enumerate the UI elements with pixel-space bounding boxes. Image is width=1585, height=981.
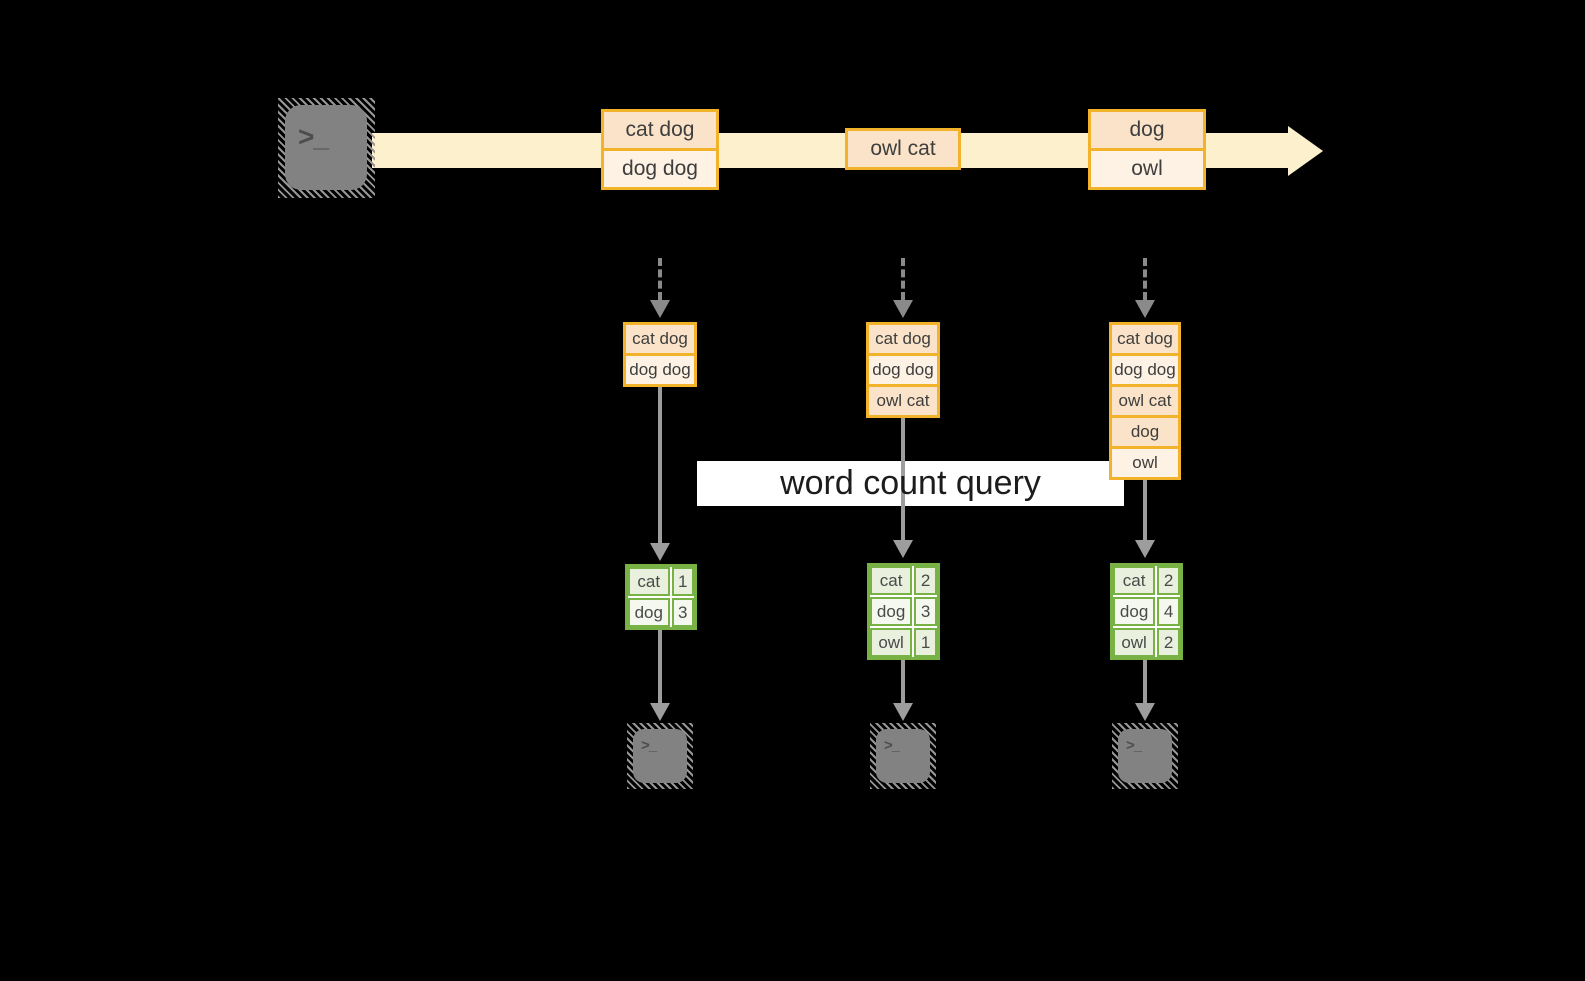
count-cell: 2 — [914, 566, 937, 595]
arrow-line — [658, 629, 662, 705]
accumulated-stack-1: cat dog dog dog — [623, 322, 697, 387]
message-box: cat dog — [604, 112, 716, 148]
count-table-3: cat 2 dog 4 owl 2 — [1110, 563, 1183, 660]
arrow-line — [658, 387, 662, 545]
word-cell: cat — [870, 566, 913, 595]
count-cell: 2 — [1157, 628, 1180, 657]
arrow-head-icon — [893, 540, 913, 558]
message-box: dog dog — [869, 356, 937, 384]
word-cell: cat — [1113, 566, 1156, 595]
word-cell: cat — [628, 567, 670, 596]
stream-arrowhead-icon — [1288, 126, 1323, 176]
arrow-line — [901, 660, 905, 705]
count-table-2: cat 2 dog 3 owl 1 — [867, 563, 940, 660]
word-cell: owl — [1113, 628, 1156, 657]
count-cell: 2 — [1157, 566, 1180, 595]
source-terminal-icon: >_ — [278, 98, 375, 198]
stream-batch-2: owl cat — [845, 128, 961, 170]
word-cell: dog — [628, 598, 670, 627]
arrow-head-icon — [1135, 703, 1155, 721]
message-box: dog — [1112, 418, 1178, 446]
stream-batch-1: cat dog dog dog — [601, 109, 719, 190]
dashed-arrow-line — [1143, 258, 1147, 300]
message-box: owl — [1091, 151, 1203, 187]
arrow-head-icon — [650, 543, 670, 561]
terminal-prompt-glyph: >_ — [876, 729, 930, 783]
dashed-arrow-head-icon — [650, 300, 670, 318]
terminal-prompt-glyph: >_ — [633, 729, 687, 783]
terminal-prompt-glyph: >_ — [1118, 729, 1172, 783]
arrow-line — [901, 418, 905, 542]
count-cell: 3 — [671, 598, 694, 627]
query-banner — [697, 461, 1124, 506]
terminal-prompt-glyph: >_ — [285, 105, 367, 190]
count-cell: 3 — [914, 597, 937, 626]
message-box: dog dog — [604, 151, 716, 187]
message-box: dog — [1091, 112, 1203, 148]
count-cell: 4 — [1157, 597, 1180, 626]
dashed-arrow-line — [901, 258, 905, 300]
arrow-head-icon — [1135, 540, 1155, 558]
dashed-arrow-head-icon — [1135, 300, 1155, 318]
arrow-head-icon — [650, 703, 670, 721]
message-box: cat dog — [1112, 325, 1178, 353]
message-box: dog dog — [1112, 356, 1178, 384]
count-cell: 1 — [914, 628, 937, 657]
stream-batch-3: dog owl — [1088, 109, 1206, 190]
accumulated-stack-2: cat dog dog dog owl cat — [866, 322, 940, 418]
message-box: owl — [1112, 449, 1178, 477]
message-box: owl cat — [848, 131, 958, 167]
sink-terminal-icon: >_ — [1112, 723, 1178, 789]
sink-terminal-icon: >_ — [627, 723, 693, 789]
word-cell: dog — [870, 597, 913, 626]
message-box: dog dog — [626, 356, 694, 384]
query-banner-label: word count query — [780, 464, 1041, 502]
sink-terminal-icon: >_ — [870, 723, 936, 789]
message-box: owl cat — [869, 387, 937, 415]
count-table-1: cat 1 dog 3 — [625, 564, 697, 630]
dashed-arrow-head-icon — [893, 300, 913, 318]
dashed-arrow-line — [658, 258, 662, 300]
message-box: cat dog — [869, 325, 937, 353]
arrow-line — [1143, 660, 1147, 705]
arrow-line — [1143, 480, 1147, 542]
word-cell: owl — [870, 628, 913, 657]
word-cell: dog — [1113, 597, 1156, 626]
count-cell: 1 — [671, 567, 694, 596]
arrow-head-icon — [893, 703, 913, 721]
message-box: cat dog — [626, 325, 694, 353]
message-box: owl cat — [1112, 387, 1178, 415]
accumulated-stack-3: cat dog dog dog owl cat dog owl — [1109, 322, 1181, 480]
